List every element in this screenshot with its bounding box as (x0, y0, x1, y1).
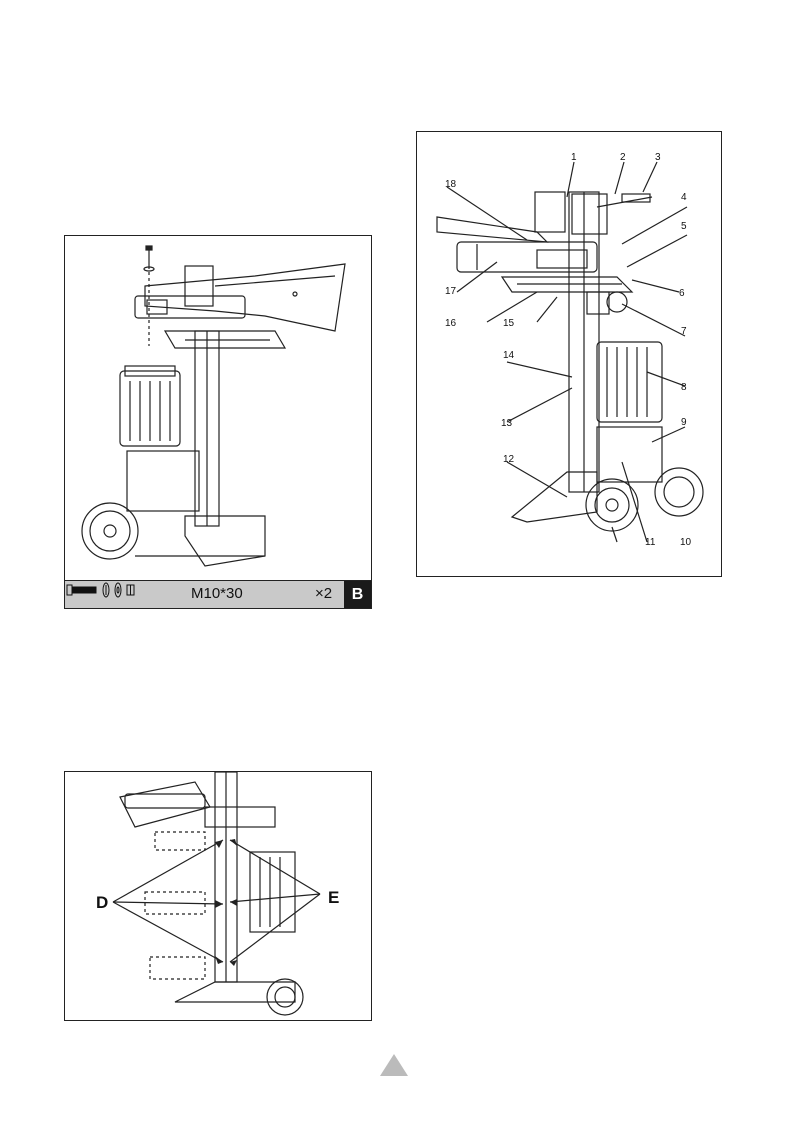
callout-4: 4 (681, 192, 687, 203)
frame-detail-drawing (112, 772, 321, 1016)
callout-16: 16 (445, 318, 457, 329)
assembly-figure-de: D E (64, 771, 372, 1021)
callout-7: 7 (681, 326, 687, 337)
figure-tag: B (344, 581, 371, 608)
hardware-quantity: ×2 (315, 585, 333, 602)
callout-11: 11 (645, 537, 656, 548)
spring-washer-icon (102, 582, 110, 598)
bolt-icon (66, 584, 97, 596)
callout-15: 15 (503, 318, 515, 329)
callout-17: 17 (445, 286, 457, 297)
callout-13: 13 (501, 418, 513, 429)
callout-1: 1 (571, 152, 577, 163)
nut-icon (126, 584, 135, 596)
label-e: E (328, 888, 340, 907)
hardware-spec: M10*30 (191, 585, 243, 602)
callout-10: 10 (680, 537, 692, 548)
callout-14: 14 (503, 350, 515, 361)
callout-2: 2 (620, 152, 626, 163)
callout-12: 12 (503, 454, 515, 465)
hardware-icons (66, 582, 135, 598)
page-triangle-icon (380, 1054, 408, 1076)
callout-8: 8 (681, 382, 687, 393)
log-splitter-assembly-drawing (81, 245, 346, 567)
callout-6: 6 (679, 288, 685, 299)
callout-9: 9 (681, 417, 687, 428)
callout-5: 5 (681, 221, 687, 232)
callout-3: 3 (655, 152, 661, 163)
parts-drawing (436, 161, 704, 543)
parts-overview-figure: 1 2 3 4 5 6 7 8 9 10 11 12 13 14 15 16 1… (416, 131, 722, 577)
assembly-figure-b: M10*30 ×2 B (64, 235, 372, 609)
label-d: D (96, 893, 109, 912)
hardware-bar: M10*30 ×2 B (65, 580, 371, 608)
callout-18: 18 (445, 179, 457, 190)
flat-washer-icon (114, 582, 122, 598)
